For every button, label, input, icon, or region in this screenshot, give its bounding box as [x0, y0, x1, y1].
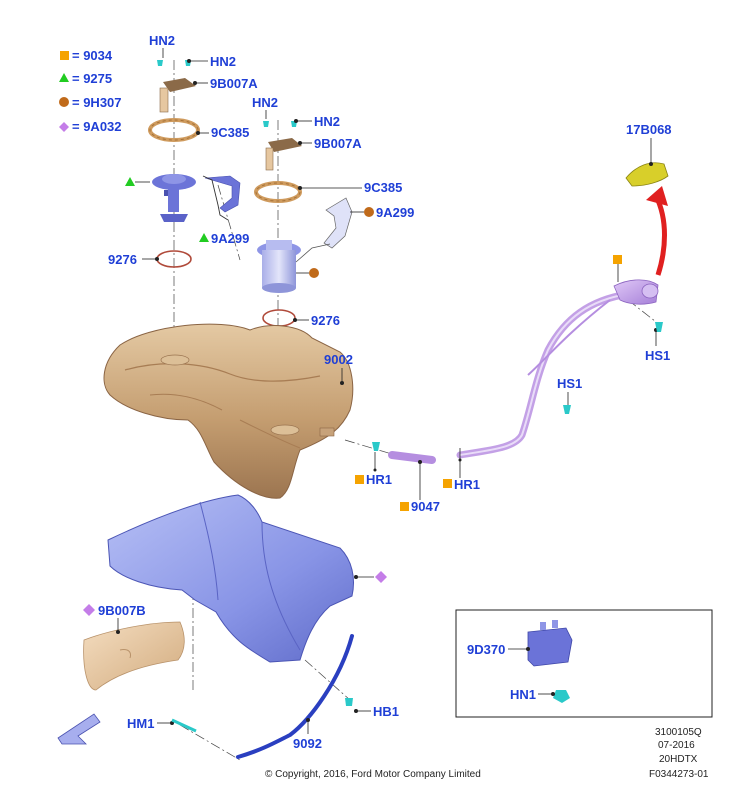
label-9047: 9047: [411, 499, 440, 514]
heat-shield: [107, 494, 354, 663]
label-hr1-b: HR1: [454, 477, 480, 492]
label-9c385-b: 9C385: [364, 180, 402, 195]
label-hn2-a: HN2: [149, 33, 175, 48]
right-pump-assembly: [254, 121, 353, 327]
legend-text-9a032: = 9A032: [72, 119, 122, 134]
label-hn2-b: HN2: [210, 54, 236, 69]
legend-text-9034: = 9034: [72, 48, 113, 63]
front-direction-arrow-icon: [57, 713, 101, 745]
label-9a299-b: 9A299: [376, 205, 414, 220]
legend-text-9275: = 9275: [72, 71, 112, 86]
label-hs1-b: HS1: [557, 376, 582, 391]
footer-code-3: 20HDTX: [659, 754, 698, 765]
tank-strap: [236, 634, 354, 759]
copyright: © Copyright, 2016, Ford Motor Company Li…: [265, 769, 481, 780]
legend-circle-icon: [59, 97, 69, 107]
label-hr1-a: HR1: [366, 472, 392, 487]
label-hn1: HN1: [510, 687, 536, 702]
label-hb1: HB1: [373, 704, 399, 719]
label-17b068: 17B068: [626, 122, 672, 137]
label-9c385-a: 9C385: [211, 125, 249, 140]
red-arrow-icon: [646, 186, 668, 206]
left-pump-assembly: [148, 60, 241, 268]
filler-pipe: [388, 279, 659, 464]
footer-code-2: 07-2016: [658, 740, 695, 751]
legend-triangle-icon: [59, 73, 69, 82]
label-9276-b: 9276: [311, 313, 340, 328]
fuel-tank: [103, 323, 354, 499]
label-9b007a-a: 9B007A: [210, 76, 258, 91]
label-9276-a: 9276: [108, 252, 137, 267]
callouts: HN2 HN2 9B007A 9C385 HN2 HN2 9B007A 9C38…: [83, 33, 672, 751]
label-9d370: 9D370: [467, 642, 505, 657]
footer-code-1: 3100105Q: [655, 727, 702, 738]
label-hm1: HM1: [127, 716, 154, 731]
label-9002: 9002: [324, 352, 353, 367]
inset-box: [455, 609, 713, 718]
fuel-cap: [625, 162, 669, 276]
legend-text-9h307: = 9H307: [72, 95, 122, 110]
label-hn2-d: HN2: [314, 114, 340, 129]
legend: = 9034 = 9275 = 9H307 = 9A032: [59, 48, 122, 134]
label-9092: 9092: [293, 736, 322, 751]
footer: 3100105Q 07-2016 20HDTX F0344273-01 © Co…: [265, 727, 709, 780]
legend-diamond-icon: [59, 122, 69, 132]
label-hn2-c: HN2: [252, 95, 278, 110]
insulator-pad: [83, 621, 185, 691]
label-9b007a-b: 9B007A: [314, 136, 362, 151]
legend-square-icon: [60, 51, 69, 60]
label-hs1-a: HS1: [645, 348, 670, 363]
label-9b007b: 9B007B: [98, 603, 146, 618]
footer-code-4: F0344273-01: [649, 769, 709, 780]
label-9a299-a: 9A299: [211, 231, 249, 246]
